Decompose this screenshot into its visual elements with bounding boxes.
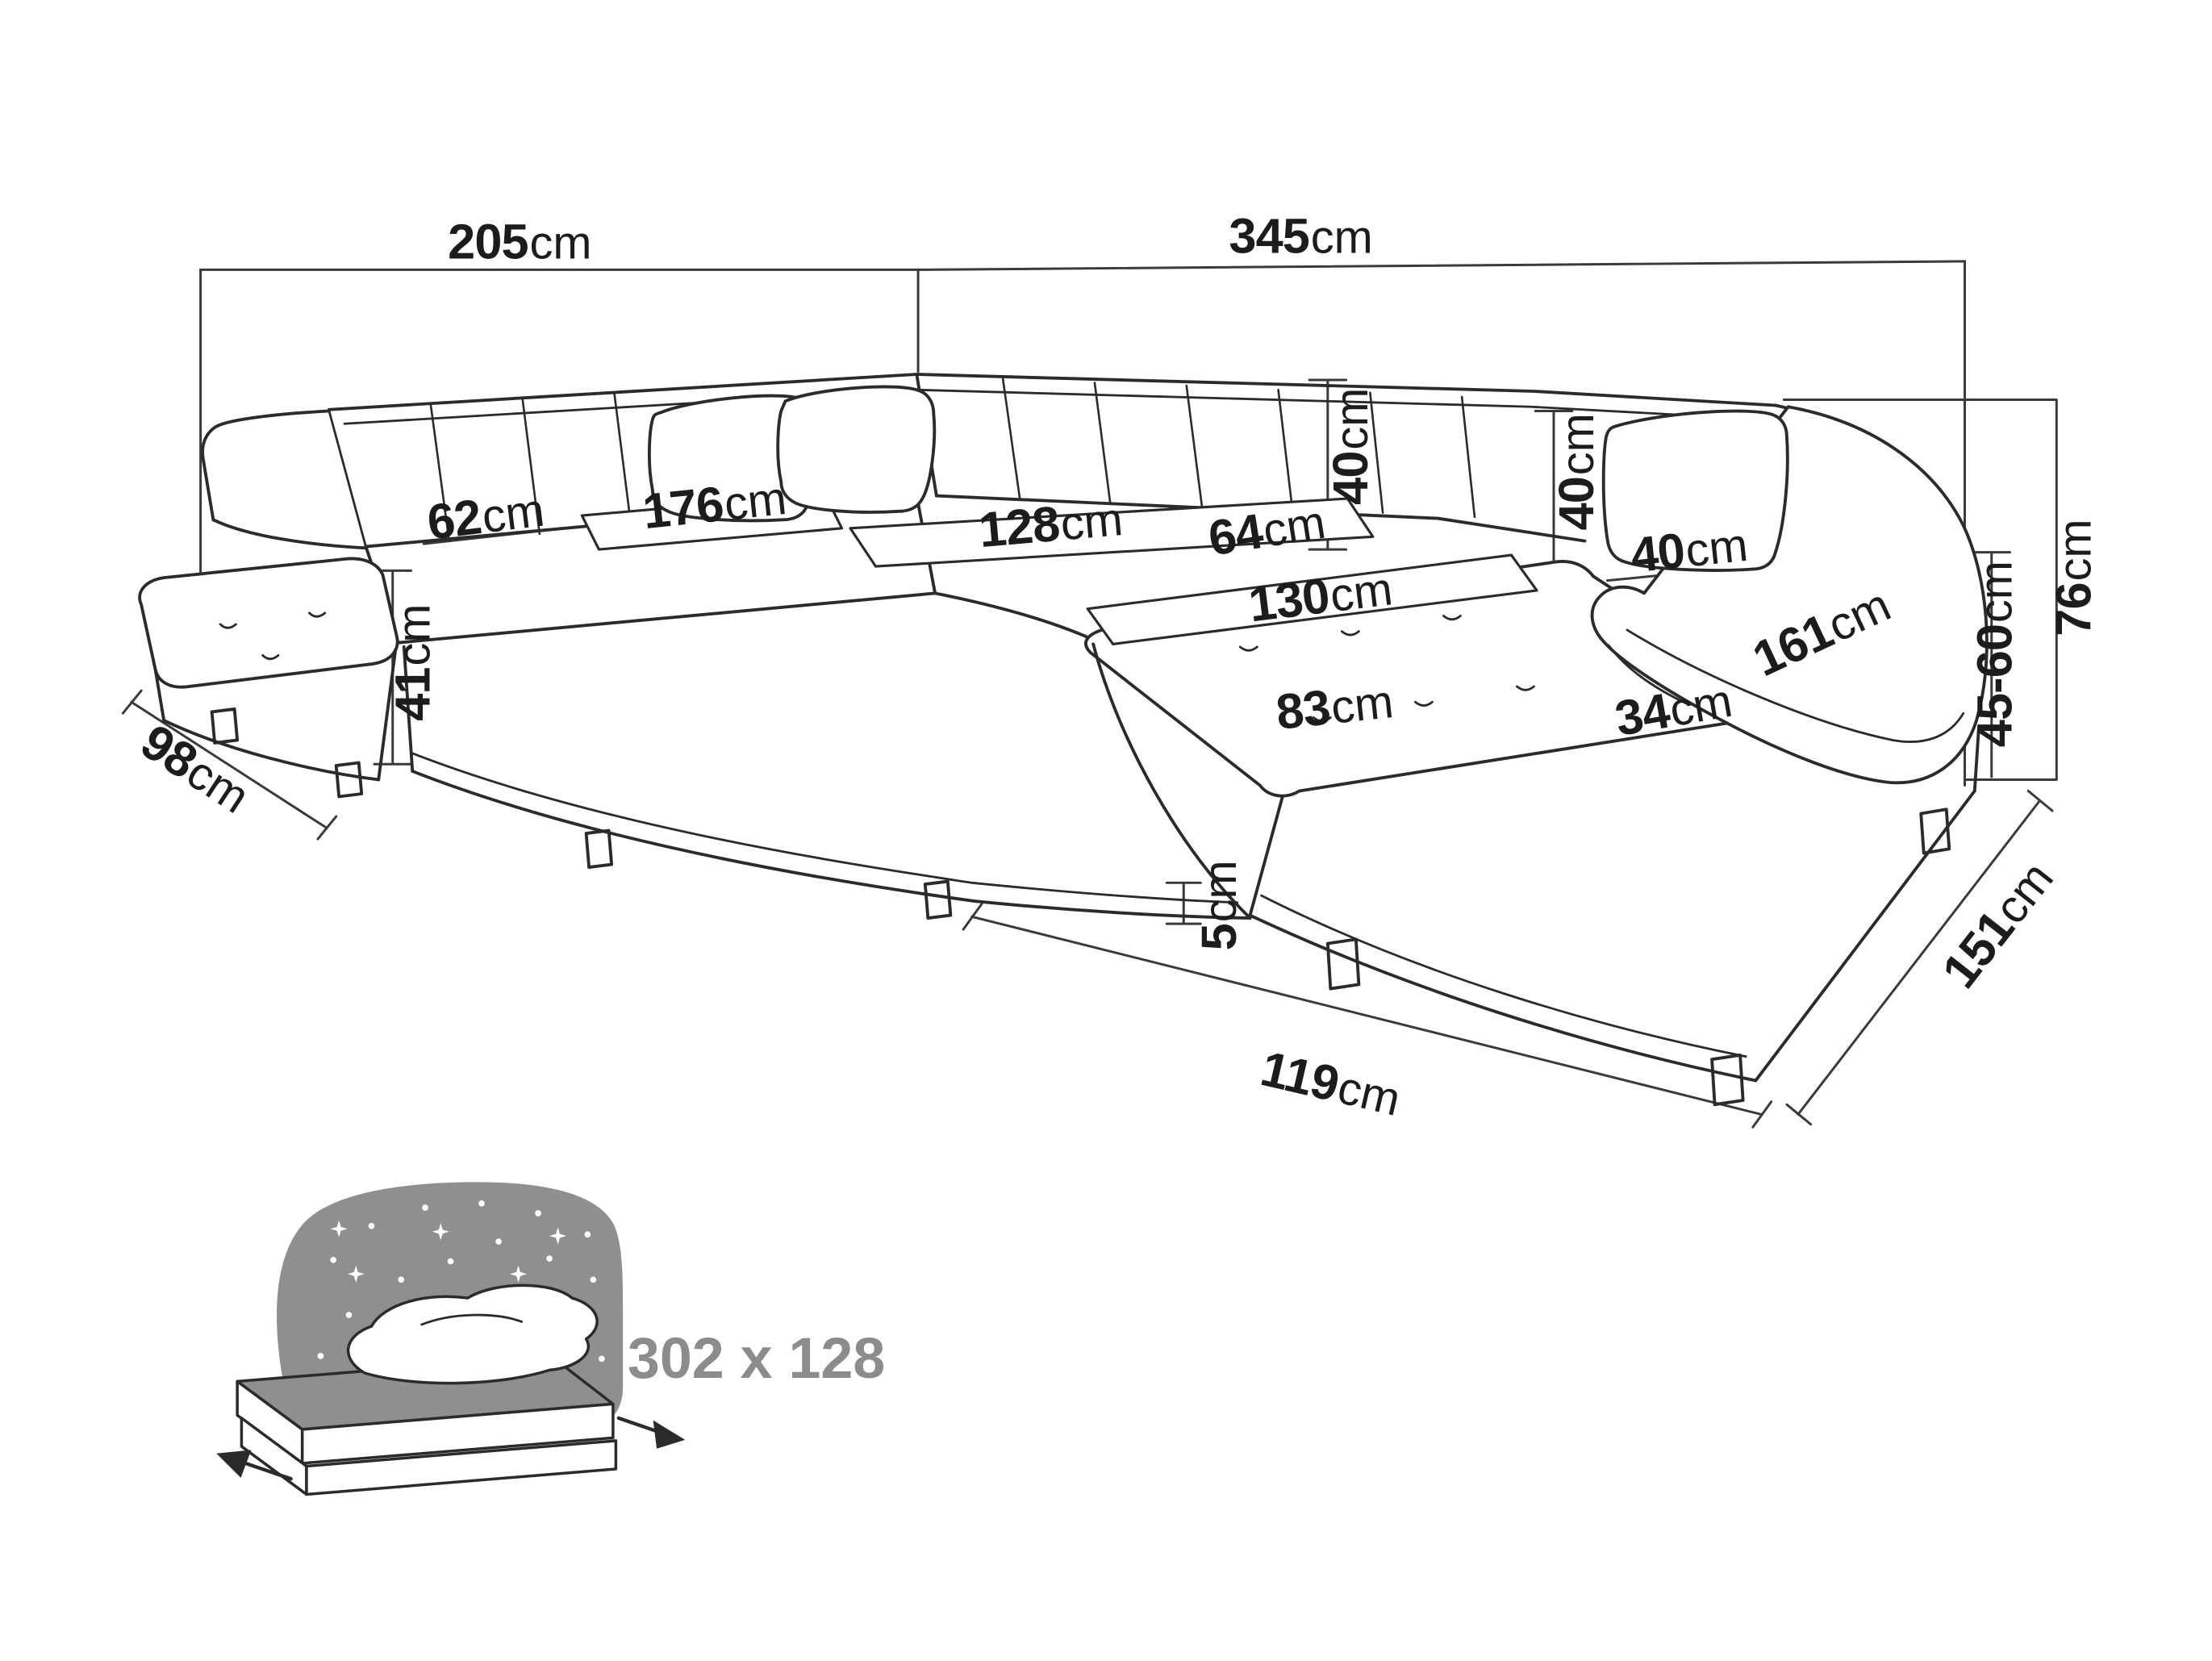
bed-pillow xyxy=(347,1283,599,1385)
dim-label-chaise-width: 130cm xyxy=(1246,561,1396,633)
dim-label-depth-right: 151cm xyxy=(1932,852,2064,999)
dim-label-pillow-width: 40cm xyxy=(1628,518,1751,584)
pillow-left-b xyxy=(776,385,937,514)
dim-label-armrest-length: 161cm xyxy=(1745,578,1898,688)
pillow-right xyxy=(1601,409,1789,572)
left-armrest xyxy=(201,409,368,550)
middle-legs xyxy=(584,828,953,920)
dim-label-seat-height-left: 41cm xyxy=(385,603,441,721)
right-chaise-tufts xyxy=(1238,614,1535,723)
measure-slabs xyxy=(580,493,1538,645)
dim-line-depth-left xyxy=(121,689,338,841)
dim-line-depth-right xyxy=(1785,790,2054,1126)
dim-line-front-width xyxy=(962,903,1773,1129)
dim-line-seat-height-range xyxy=(1970,551,2012,778)
dim-label-seat-height-range: 45-60cm xyxy=(1968,561,2023,748)
left-chaise-tufts xyxy=(219,611,327,661)
bed-arrows xyxy=(216,1416,686,1481)
dim-label-chaise-seat-front: 83cm xyxy=(1273,674,1396,741)
dim-label-width-right: 345cm xyxy=(1229,209,1373,265)
bed-icon xyxy=(216,1182,686,1496)
sofa-drawing xyxy=(138,373,1989,1107)
dim-label-depth-left: 98cm xyxy=(131,714,259,824)
sleeping-area-label: 302 x 128 xyxy=(627,1325,886,1391)
pillows xyxy=(647,385,1789,572)
dim-label-width-left: 205cm xyxy=(448,215,592,270)
right-armrest xyxy=(1590,405,1989,785)
slab-130 xyxy=(1086,553,1538,645)
dim-label-back-height-right: 40cm xyxy=(1549,413,1605,531)
left-chaise xyxy=(138,557,399,799)
dim-label-seat-width-back: 128cm xyxy=(976,492,1125,559)
dim-label-seat-depth-left: 62cm xyxy=(424,482,548,551)
dim-label-seat-width-left: 176cm xyxy=(640,471,789,540)
middle-front xyxy=(402,645,1252,920)
bed-mattress xyxy=(236,1354,618,1496)
dim-label-armrest-width: 34cm xyxy=(1611,674,1736,748)
dim-label-front-width: 119cm xyxy=(1255,1041,1406,1126)
slab-128 xyxy=(849,497,1375,568)
dim-label-base-height: 5cm xyxy=(1192,860,1248,951)
dim-line-top-left xyxy=(199,268,920,583)
dim-label-back-height-corner: 40cm xyxy=(1323,387,1379,505)
left-chaise-legs xyxy=(210,707,364,799)
dim-label-seat-corner: 64cm xyxy=(1204,495,1329,567)
dim-line-total-height xyxy=(1782,399,2058,781)
dim-label-total-height: 76cm xyxy=(2047,519,2102,636)
right-chaise-legs xyxy=(1325,808,1951,1107)
